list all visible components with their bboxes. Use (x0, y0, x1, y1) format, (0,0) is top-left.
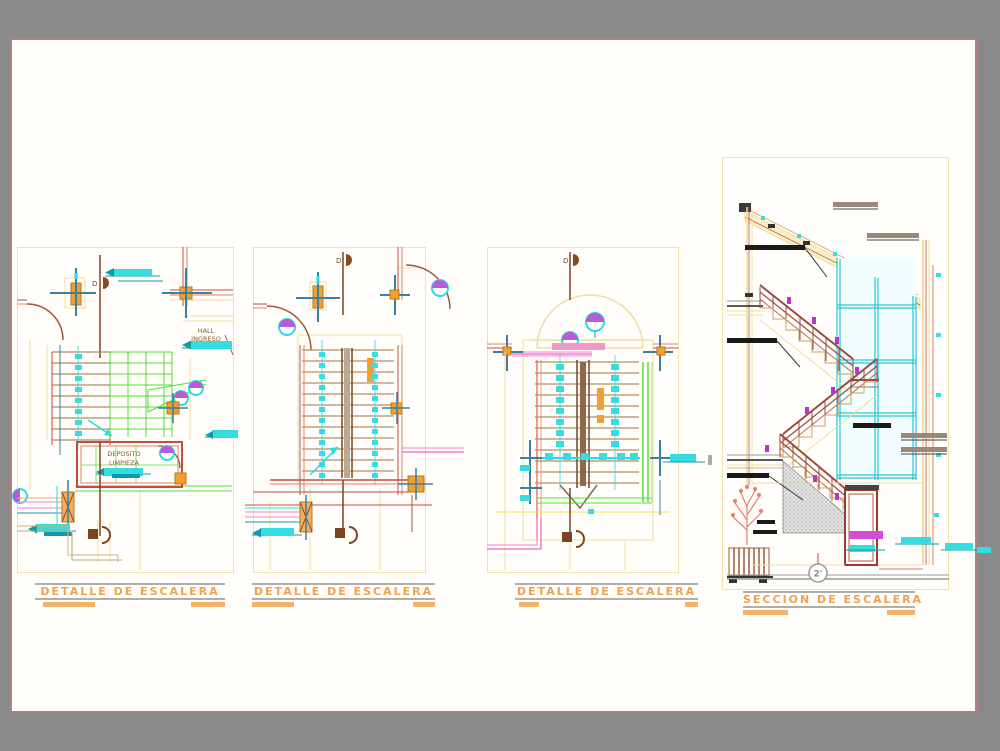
title-rule (515, 583, 698, 585)
panel-3-title-block: DETALLE DE ESCALERA (515, 583, 698, 607)
title-rule (252, 583, 435, 585)
panel-4-title-block: SECCION DE ESCALERA (743, 591, 924, 615)
title-rule (743, 606, 915, 608)
leader-annotation-top (105, 268, 163, 282)
landing-left (727, 454, 783, 469)
dim-crosses-bottom (520, 440, 705, 504)
panel-2-title: DETALLE DE ESCALERA (253, 585, 434, 598)
svg-text:HALL: HALL (198, 327, 215, 335)
stair-center-divider (576, 360, 604, 488)
hall-ingreso-label: HALL INGRESO (182, 327, 232, 350)
dimension-callouts (727, 245, 947, 534)
svg-text:INGRESO: INGRESO (191, 335, 221, 343)
title-underline-bars (35, 602, 225, 607)
stair-green-grid (75, 351, 232, 492)
title-underline-bars (252, 602, 435, 607)
panel-frame (17, 247, 234, 573)
grid-lines (29, 299, 233, 570)
deposito-room: DEPOSITO LIMPIEZA (76, 441, 187, 488)
panel-4-title: SECCION DE ESCALERA (743, 593, 924, 606)
panel-frame (487, 247, 679, 573)
title-underline-bars (743, 610, 915, 615)
column-circle-1 (188, 380, 204, 396)
stair-treads (535, 360, 639, 540)
panel-1-title: DETALLE DE ESCALERA (40, 585, 220, 598)
column-circle-2 (431, 279, 449, 297)
panel-3-title: DETALLE DE ESCALERA (516, 585, 697, 598)
room-label-2: LIMPIEZA (109, 459, 140, 467)
panel-frame (722, 157, 949, 590)
column-cross-mid (158, 393, 188, 423)
stair-flight-2 (782, 358, 878, 471)
stair-plan-detail-2: D (245, 247, 464, 573)
plant (730, 484, 764, 545)
title-rule (252, 598, 435, 600)
tread-tick-marks (309, 340, 378, 485)
entry-door-arc (17, 299, 64, 341)
section-cut-marker-bottom (88, 442, 111, 544)
column-top (296, 272, 340, 322)
level-marker-label: 2' (813, 570, 822, 580)
pink-service-lines (17, 497, 63, 514)
section-cut-marker-top: D (336, 252, 352, 315)
pink-landing-bar (512, 343, 605, 357)
title-rule (35, 598, 225, 600)
section-cut-label: D (92, 280, 97, 288)
title-underline-bars (515, 602, 698, 607)
pink-service-lines (245, 507, 303, 523)
green-wall-lines (537, 362, 653, 504)
door-section (844, 485, 885, 566)
section-cut-marker-bottom (562, 488, 585, 548)
column-hatched (56, 480, 75, 532)
landing-mid (851, 379, 879, 388)
stair-center-divider (341, 348, 374, 478)
wall-cross-right (643, 335, 678, 371)
column-cross-bottom-right (398, 468, 433, 500)
title-rule (515, 598, 698, 600)
title-rule (743, 591, 915, 593)
panel-frame (253, 247, 426, 573)
section-cut-marker-top: D (92, 255, 109, 358)
leader-annotation-right (205, 430, 238, 439)
section-level-marker: 2' (808, 553, 828, 583)
wall-cross-top-right (162, 247, 234, 356)
planter-box (727, 547, 773, 583)
drawing-paper (10, 38, 977, 713)
section-cut-marker-bottom (335, 480, 358, 544)
column-hatched (299, 495, 313, 540)
door-arc-top-right (380, 247, 451, 315)
tread-tick-marks (540, 355, 640, 510)
floor-step-outline (17, 525, 122, 562)
panel-2-title-block: DETALLE DE ESCALERA (252, 583, 435, 607)
panel-1-title-block: DETALLE DE ESCALERA (35, 583, 225, 607)
section-cut-marker-top: D (563, 252, 579, 300)
right-wall (922, 240, 941, 565)
floor-lines (727, 482, 949, 580)
column-circle-1 (278, 318, 296, 336)
column-top-left (50, 268, 96, 316)
utility-lines (495, 352, 670, 570)
column-cross-right (382, 392, 464, 453)
stair-plan-detail-3: D (487, 247, 705, 573)
roof-dimension-bars (833, 202, 919, 241)
left-wall (708, 207, 753, 485)
room-label-1: DEPOSITO (107, 450, 140, 458)
stair-treads (299, 345, 403, 495)
wall-cross-left (487, 335, 523, 371)
column-circle-left-edge (12, 488, 28, 504)
landing-top (727, 300, 763, 316)
svg-text:D: D (336, 257, 341, 265)
entry-door-arc (253, 303, 312, 351)
stair-plan-detail-1: D HALL INGRESO (12, 247, 238, 573)
wall-bottom (245, 479, 432, 532)
stair-treads (51, 345, 113, 455)
column-circle-1 (585, 312, 605, 338)
pink-service-lines (487, 518, 542, 550)
svg-text:D: D (563, 257, 568, 265)
leader-annotations-bottom-right (895, 537, 991, 553)
leader-annotation-bottom-left (252, 528, 302, 538)
stair-flight-1 (759, 284, 854, 395)
title-rule (35, 583, 225, 585)
stair-section-drawing: 2' (708, 157, 991, 590)
